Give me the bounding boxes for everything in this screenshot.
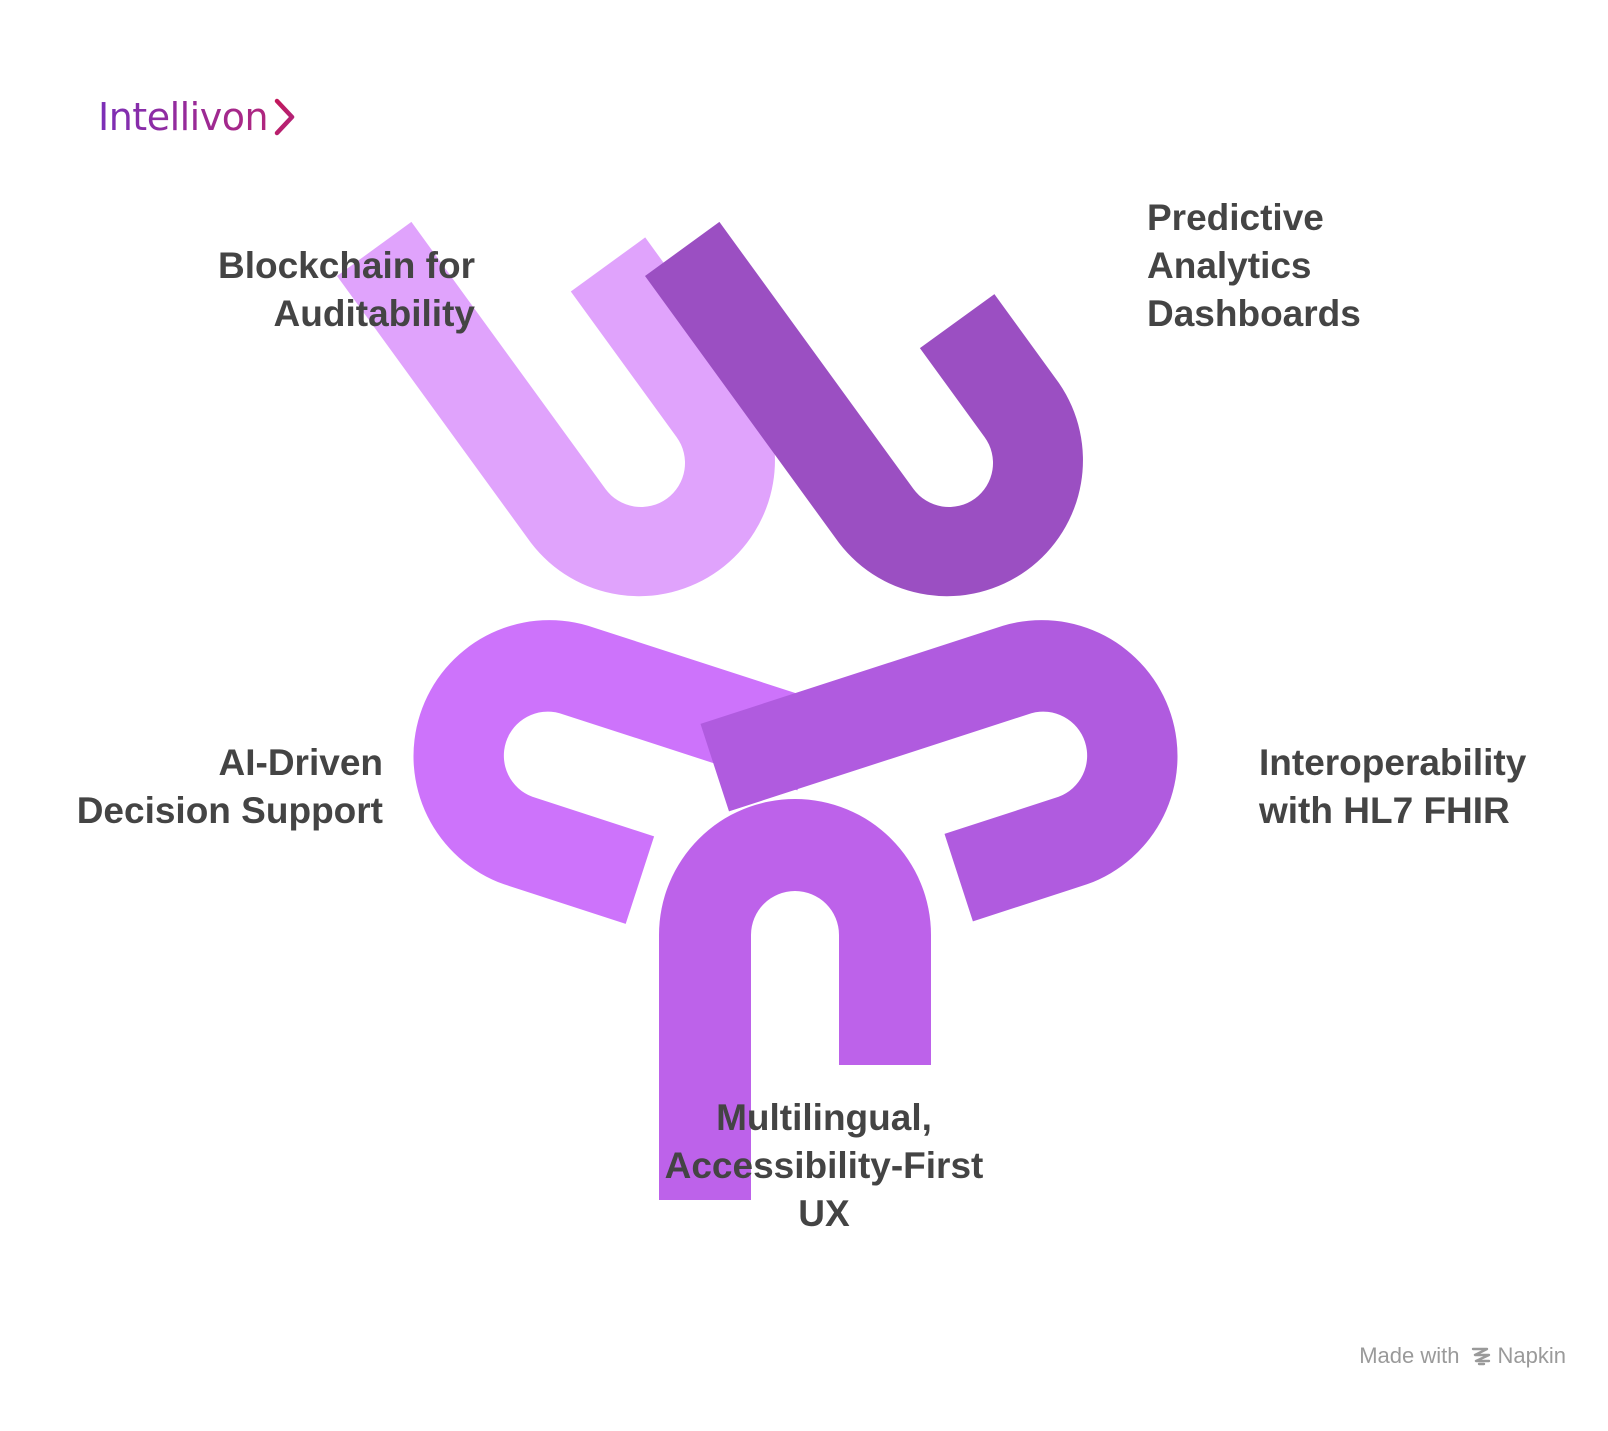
label-predictive-analytics: Predictive Analytics Dashboards — [1147, 194, 1361, 338]
link-segment-ai — [413, 620, 826, 924]
label-line: Blockchain for — [218, 245, 475, 286]
label-line: Multilingual, — [716, 1097, 932, 1138]
label-blockchain: Blockchain for Auditability — [218, 242, 475, 338]
watermark-prefix: Made with — [1359, 1343, 1460, 1368]
label-line: Predictive — [1147, 197, 1324, 238]
label-multilingual-ux: Multilingual, Accessibility-First UX — [604, 1094, 1044, 1238]
label-line: AI-Driven — [218, 742, 383, 783]
label-line: Decision Support — [76, 790, 383, 831]
link-segment-blockchain — [337, 221, 775, 597]
label-line: Interoperability — [1259, 742, 1527, 783]
label-interoperability: Interoperability with HL7 FHIR — [1259, 739, 1526, 835]
label-line: Accessibility-First — [664, 1145, 984, 1186]
made-with-napkin-watermark: Made with Napkin — [1359, 1343, 1566, 1369]
brand-logo: Intellivon — [98, 92, 298, 142]
link-segment-predictive — [645, 221, 1083, 597]
label-line: Auditability — [273, 293, 475, 334]
label-line: UX — [798, 1193, 850, 1234]
label-line: Dashboards — [1147, 293, 1361, 334]
label-line: Analytics — [1147, 245, 1312, 286]
chevron-right-icon — [274, 98, 295, 136]
link-segment-multilingual — [659, 799, 931, 1200]
label-line: with HL7 FHIR — [1259, 790, 1510, 831]
link-segment-interop — [700, 620, 1178, 922]
napkin-logo-icon — [1471, 1347, 1490, 1366]
label-ai-decision-support: AI-Driven Decision Support — [77, 739, 383, 835]
brand-name: Intellivon — [98, 95, 269, 139]
watermark-brand: Napkin — [1497, 1343, 1566, 1368]
